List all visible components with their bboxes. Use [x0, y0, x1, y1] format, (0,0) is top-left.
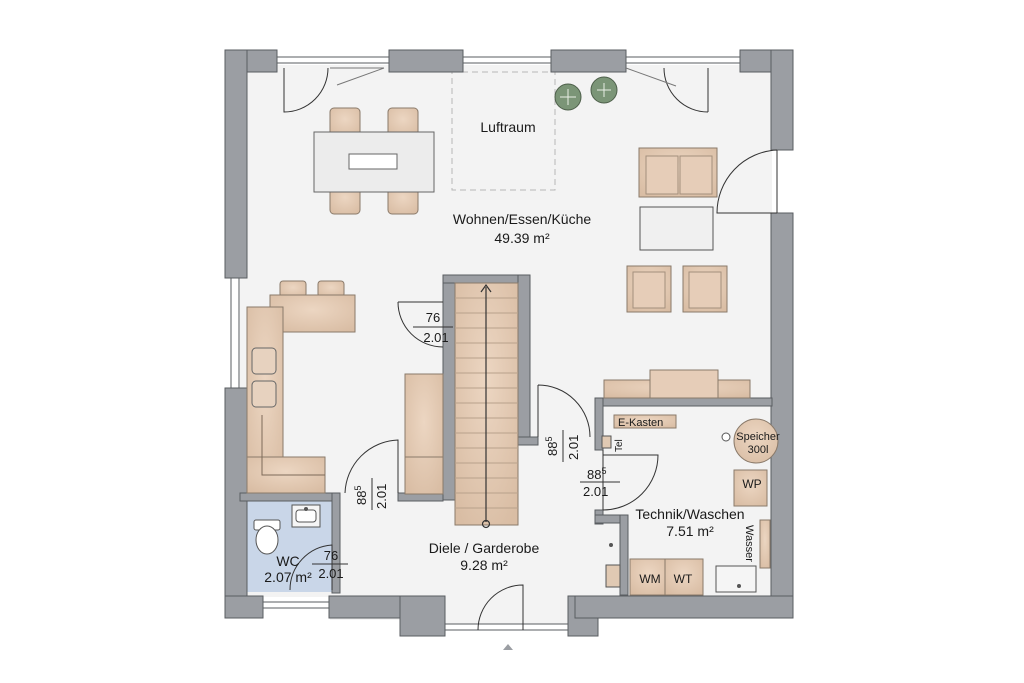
svg-text:885: 885 — [353, 486, 369, 505]
e-kasten-label: E-Kasten — [618, 417, 663, 429]
plant-icon — [554, 76, 618, 111]
door-swings — [283, 67, 778, 631]
wt-label: WT — [674, 572, 693, 586]
inner-walls — [239, 274, 773, 596]
svg-text:2.01: 2.01 — [423, 330, 448, 345]
luftraum-outline — [451, 71, 556, 191]
svg-text:2.01: 2.01 — [566, 435, 581, 460]
wp-label: WP — [742, 477, 761, 491]
wc-fixtures — [253, 504, 321, 555]
kitchen — [246, 280, 356, 494]
wasser-label: Wasser — [743, 525, 755, 562]
svg-text:885: 885 — [587, 466, 606, 482]
wohnen-label: Wohnen/Essen/Küche — [453, 211, 591, 227]
door-dimension: 885 2.01 — [353, 478, 389, 510]
speicher-label: Speicher — [736, 431, 780, 443]
dining-table — [313, 107, 435, 215]
wohnen-area: 49.39 m² — [494, 230, 550, 246]
technik-area: 7.51 m² — [666, 523, 714, 539]
svg-text:885: 885 — [544, 437, 560, 456]
technik-label: Technik/Waschen — [635, 506, 744, 522]
svg-text:2.01: 2.01 — [583, 484, 608, 499]
sideboard — [603, 369, 751, 399]
diele-area: 9.28 m² — [460, 557, 508, 573]
wm-label: WM — [639, 572, 660, 586]
coffee-table — [639, 206, 714, 251]
svg-text:2.01: 2.01 — [318, 566, 343, 581]
outer-walls — [224, 49, 794, 637]
svg-text:2.01: 2.01 — [374, 484, 389, 509]
diele-label: Diele / Garderobe — [429, 540, 540, 556]
entrance-arrow-icon — [503, 644, 513, 650]
door-dimension: 76 2.01 — [413, 310, 453, 345]
wardrobe — [404, 373, 444, 495]
sofa — [638, 147, 718, 198]
door-dimension: 885 2.01 — [580, 466, 620, 499]
wc-area: 2.07 m² — [264, 569, 312, 585]
svg-text:76: 76 — [324, 548, 338, 563]
door-dimension: 76 2.01 — [312, 548, 348, 581]
tel-label: Tel — [614, 439, 625, 452]
staircase[interactable] — [454, 282, 519, 529]
door-dimension: 885 2.01 — [544, 430, 581, 462]
wc-label: WC — [276, 553, 299, 569]
luftraum-label: Luftraum — [480, 119, 535, 135]
armchairs — [626, 265, 728, 313]
svg-text:76: 76 — [426, 310, 440, 325]
technik-fixtures — [601, 414, 779, 596]
speicher-size: 300l — [748, 444, 769, 456]
